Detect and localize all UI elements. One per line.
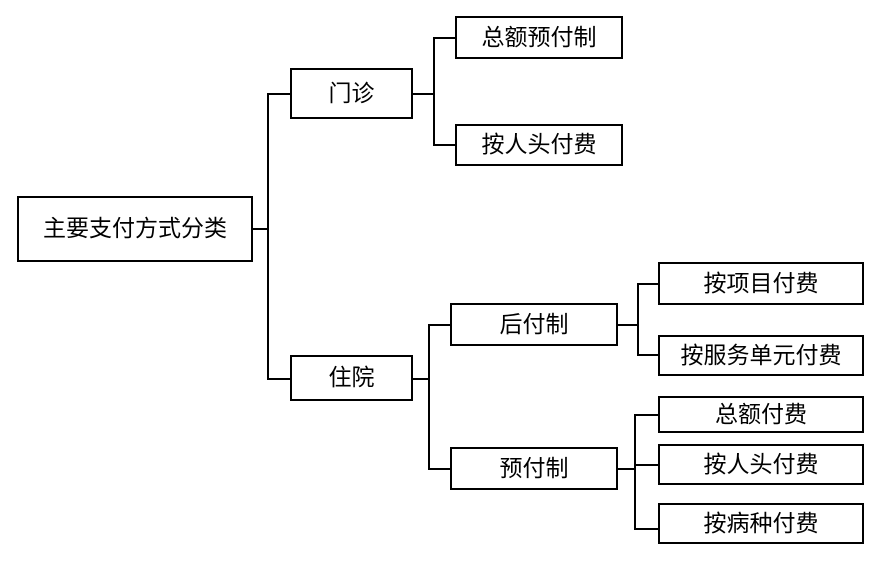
node-global-budget-payment: 总额付费 [658,396,864,433]
connector-pre-payment-to-child-2 [634,464,659,466]
node-label: 总额预付制 [481,23,597,50]
node-case-based-payment: 按病种付费 [658,503,864,544]
node-label: 住院 [328,364,375,391]
connector-pre-payment-to-child-3 [634,528,659,530]
connector-post-payment-to-child-2 [637,354,659,356]
connector-outpatient-stub [413,93,434,95]
connector-inpatient-to-pre-payment [428,468,451,470]
connector-pre-payment-to-child-1 [634,414,659,416]
connector-trunk-to-inpatient [267,378,291,380]
node-label: 按人头付费 [481,131,597,158]
node-label: 按项目付费 [703,269,819,296]
node-label: 主要支付方式分类 [43,215,227,242]
connector-outpatient-to-child-1 [433,37,456,39]
node-post-payment: 后付制 [450,303,618,346]
node-pre-payment: 预付制 [450,447,618,490]
connector-post-payment-vertical [637,283,639,356]
node-label: 按服务单元付费 [680,341,842,368]
connector-inpatient-to-post-payment [428,324,451,326]
node-label: 门诊 [328,79,375,106]
node-outpatient-capitation: 按人头付费 [455,124,623,166]
node-label: 按病种付费 [703,509,819,536]
node-capitation-payment: 按人头付费 [658,444,864,485]
node-label: 按人头付费 [703,450,819,477]
connector-pre-payment-vertical [634,414,636,529]
node-outpatient: 门诊 [290,68,413,119]
connector-post-payment-stub [618,324,639,326]
node-label: 预付制 [499,454,569,481]
node-label: 总额付费 [715,400,807,427]
connector-trunk-vertical [267,93,269,380]
connector-post-payment-to-child-1 [637,283,659,285]
connector-root-to-trunk [253,228,269,230]
node-inpatient: 住院 [290,355,413,401]
connector-outpatient-to-child-2 [433,144,456,146]
connector-pre-payment-stub [618,468,636,470]
node-root-main-payment-classification: 主要支付方式分类 [17,196,253,262]
node-fee-for-service: 按项目付费 [658,262,864,305]
connector-inpatient-stub [413,378,430,380]
connector-outpatient-vertical [433,37,435,145]
node-label: 后付制 [499,310,569,337]
connector-trunk-to-outpatient [267,93,291,95]
node-per-service-unit-payment: 按服务单元付费 [658,335,864,376]
node-outpatient-global-prepayment: 总额预付制 [455,16,623,59]
connector-inpatient-vertical [428,324,430,470]
